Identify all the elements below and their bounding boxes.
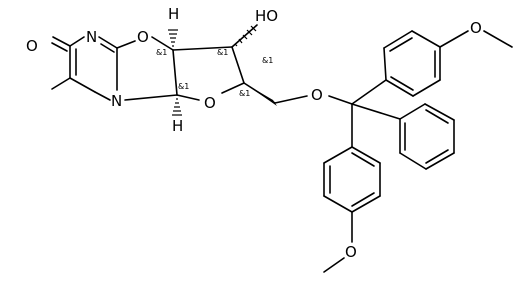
- hash-bond-hydroxyl: [234, 25, 257, 47]
- bond: [389, 37, 413, 52]
- bond: [385, 79, 414, 97]
- bond: [51, 42, 68, 52]
- bond: [425, 109, 449, 124]
- atom-label-oxygen-ether: O: [311, 86, 323, 104]
- bond: [351, 103, 401, 120]
- bond: [98, 36, 118, 49]
- wedge-bond: [244, 83, 277, 106]
- stereo-label-c1: &1: [156, 48, 167, 57]
- bond: [439, 30, 469, 48]
- bond: [116, 40, 136, 49]
- stereo-label-c2: &1: [178, 82, 189, 91]
- bond: [411, 30, 441, 48]
- hash-bond-bottom: [172, 98, 182, 116]
- atom-label-oxygen-methoxy-top: O: [470, 19, 482, 37]
- bond: [94, 91, 111, 101]
- bond: [351, 152, 375, 167]
- bond: [412, 79, 441, 97]
- hash-bond-top: [168, 29, 178, 47]
- bond: [151, 36, 174, 51]
- bond: [172, 46, 233, 51]
- bond: [425, 149, 449, 164]
- bond: [124, 94, 178, 101]
- bond: [424, 103, 455, 121]
- bond: [323, 257, 345, 273]
- atom-label-hydrogen-bottom: H: [172, 117, 183, 135]
- bond: [176, 94, 200, 101]
- bond: [231, 46, 245, 84]
- atom-label-hydroxyl: HO: [255, 7, 278, 25]
- bond: [69, 36, 85, 47]
- bond: [274, 95, 308, 104]
- atom-label-oxygen-methoxy-bottom: O: [345, 243, 357, 261]
- bond: [390, 76, 414, 91]
- bond: [323, 195, 353, 213]
- bond: [383, 30, 413, 49]
- atom-label-oxygen-oxazoline: O: [137, 28, 149, 46]
- bond: [351, 146, 381, 164]
- atom-label-nitrogen-bottom: N: [111, 92, 122, 110]
- bond: [351, 195, 381, 213]
- bond: [328, 95, 353, 105]
- stereo-label-c5: &1: [262, 56, 273, 65]
- bond: [51, 77, 71, 90]
- bond: [483, 30, 513, 48]
- atom-label-oxygen-furanose: O: [204, 94, 216, 112]
- bond: [323, 146, 353, 164]
- atom-label-hydrogen-top: H: [168, 5, 179, 23]
- bond: [221, 82, 245, 94]
- bond: [172, 49, 178, 96]
- bond: [100, 43, 115, 53]
- bond: [383, 47, 387, 81]
- stereo-label-c3: &1: [217, 48, 228, 57]
- bond: [351, 79, 387, 105]
- bond: [399, 103, 426, 120]
- atom-label-oxygen-carbonyl: O: [26, 37, 38, 55]
- bonds: [51, 24, 513, 273]
- bond: [425, 152, 455, 170]
- stereo-label-c4: &1: [239, 89, 250, 98]
- bond: [351, 192, 375, 207]
- bond: [69, 77, 96, 93]
- bond: [52, 36, 71, 47]
- atom-label-nitrogen-top: N: [86, 28, 97, 46]
- bond: [399, 152, 427, 170]
